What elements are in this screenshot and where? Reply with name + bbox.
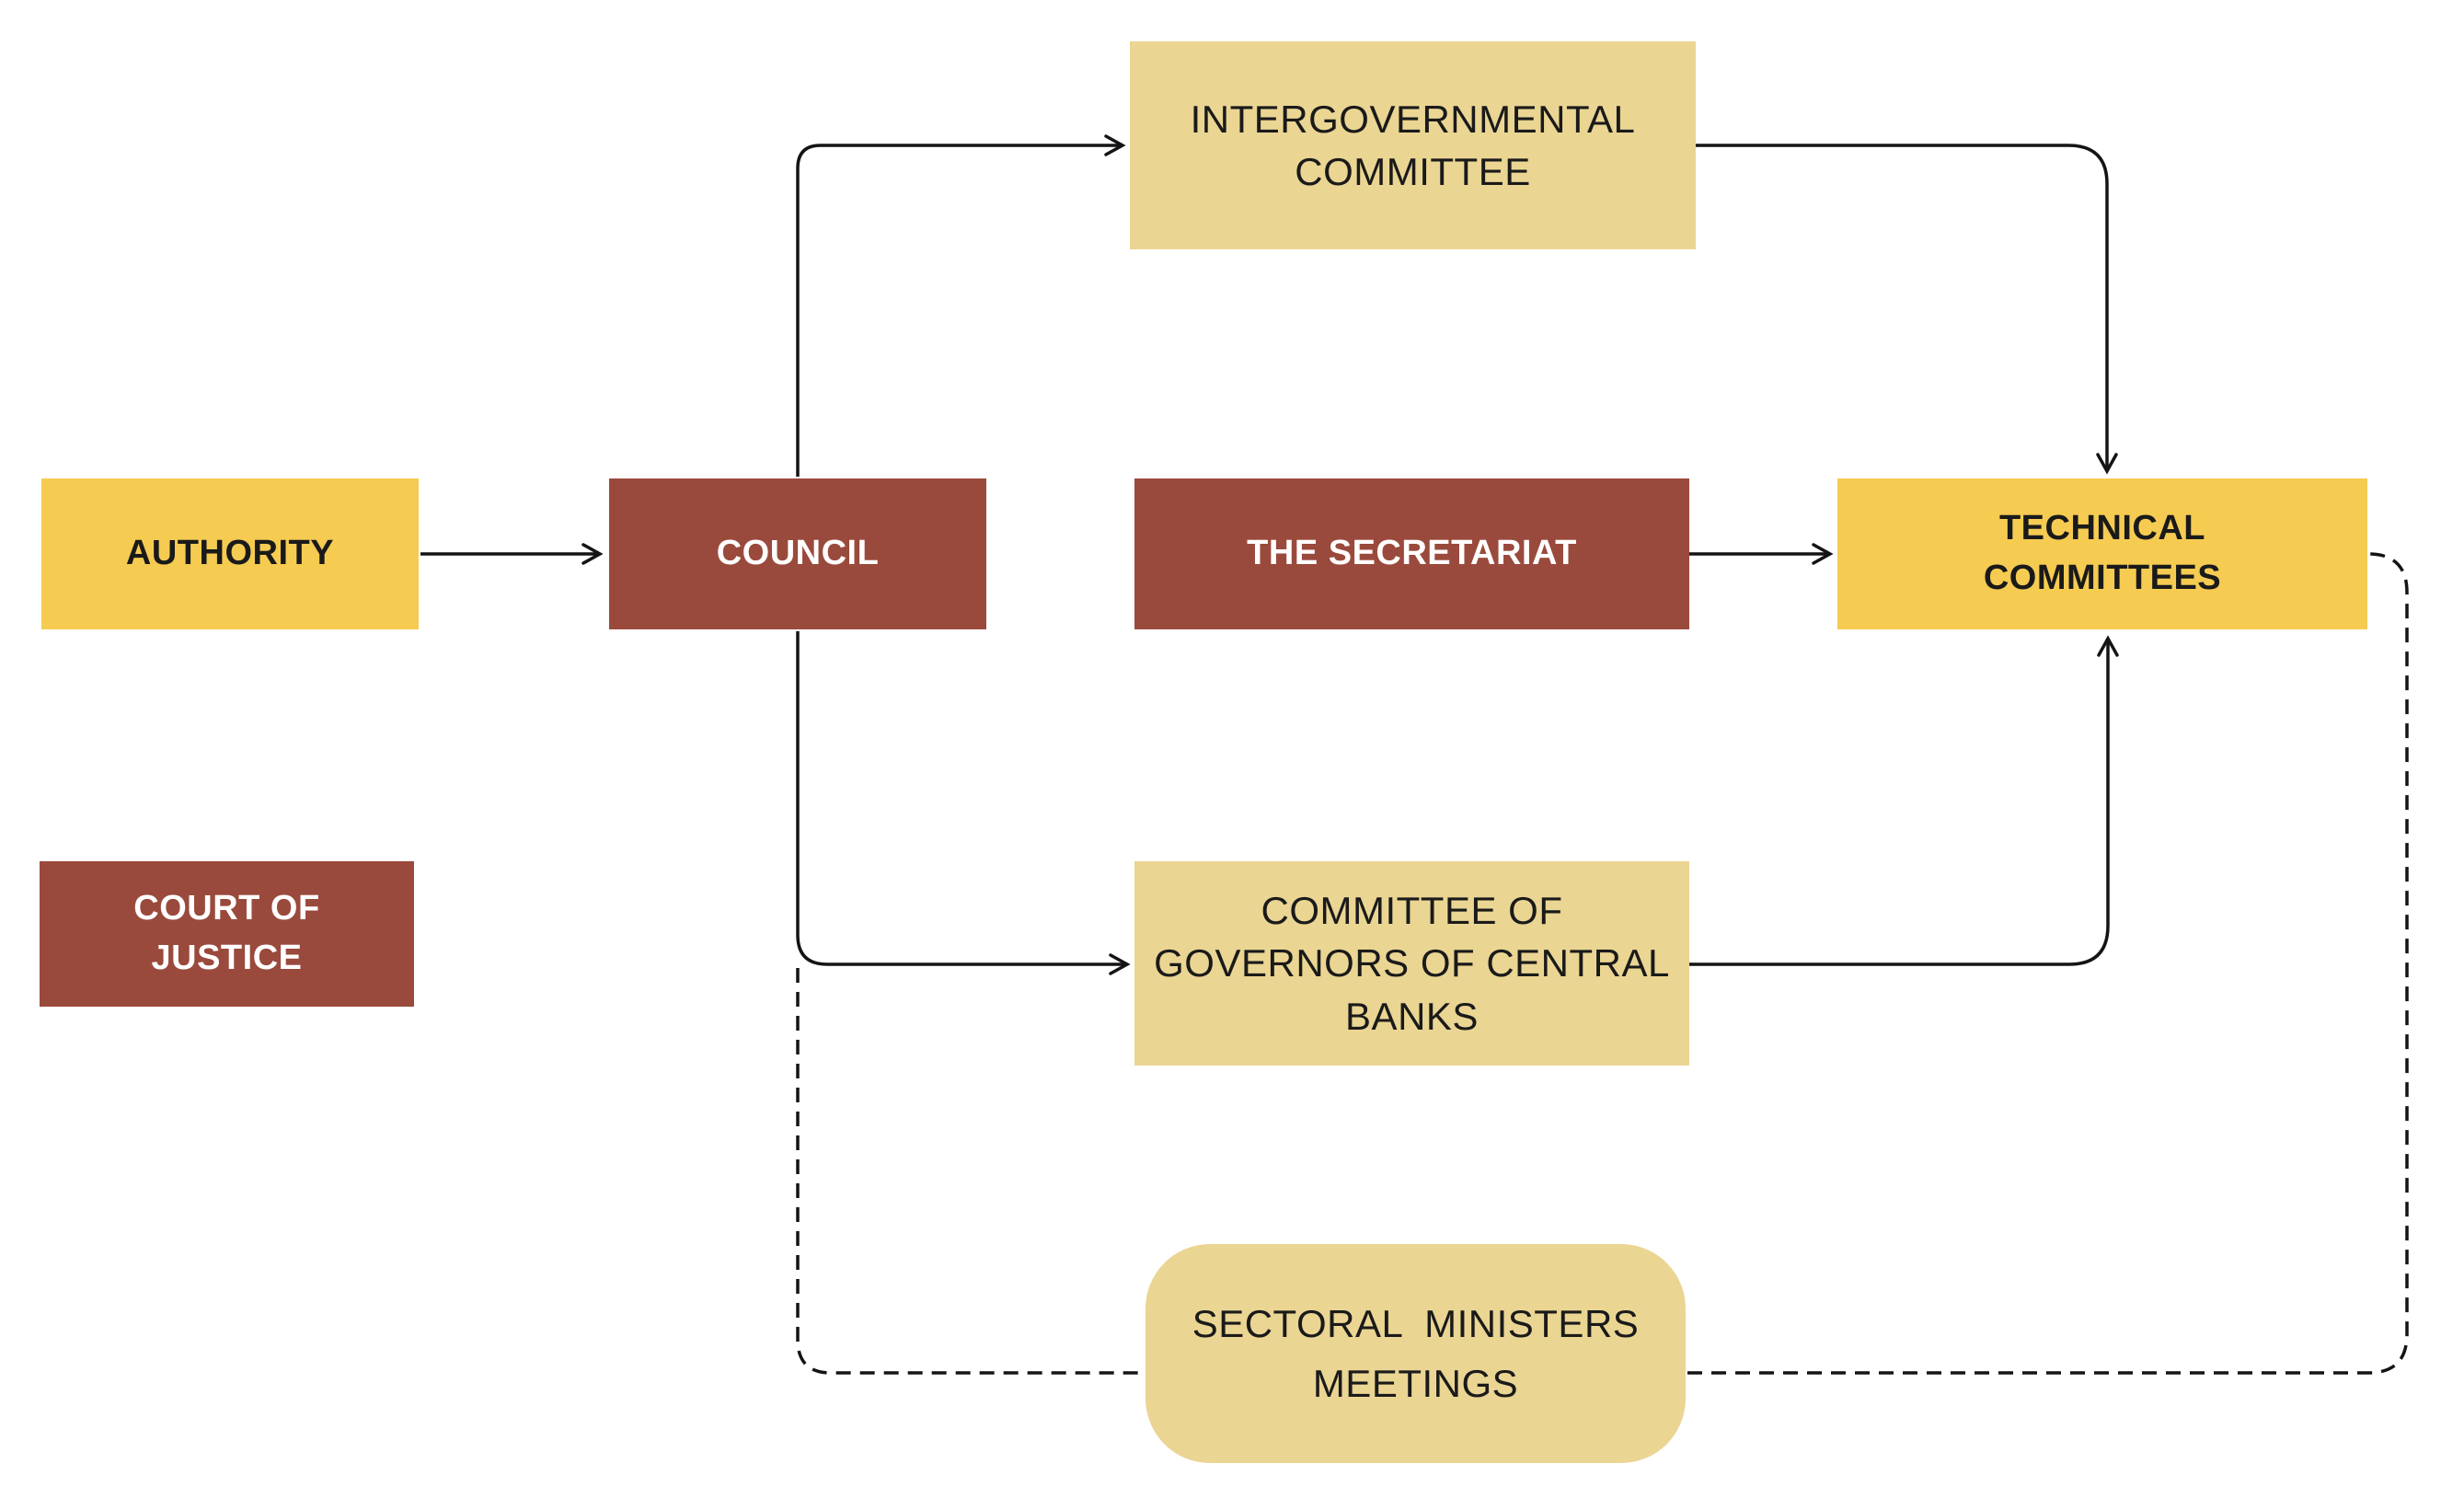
node-council-label: COUNCIL (716, 534, 880, 573)
node-sectoral-ministers-meetings: SECTORAL MINISTERS MEETINGS (1146, 1244, 1686, 1463)
edge-sectoral-ministers-meetings-to-technical-committees-dashed (1687, 552, 2409, 1375)
node-council: COUNCIL (609, 478, 986, 629)
edge-committee-of-governors-to-technical-committees (1689, 635, 2119, 966)
node-sectoral-ministers-meetings-label-line2: MEETINGS (1312, 1362, 1519, 1405)
edge-council-to-sectoral-ministers-meetings-dashed (796, 968, 1144, 1375)
node-committee-of-governors-label-line2: GOVERNORS OF CENTRAL (1154, 941, 1670, 985)
node-court-of-justice-label-line1: COURT OF (133, 889, 320, 928)
node-technical-committees: TECHNICAL COMMITTEES (1837, 478, 2367, 629)
node-technical-committees-label-line1: TECHNICAL (1998, 509, 2206, 548)
node-secretariat: THE SECRETARIAT (1134, 478, 1689, 629)
node-sectoral-ministers-meetings-label-line1: SECTORAL MINISTERS (1192, 1301, 1640, 1345)
node-authority-label: AUTHORITY (125, 534, 335, 573)
edge-council-to-intergovernmental-committee (796, 134, 1126, 477)
node-intergovernmental-committee-label-line1: INTERGOVERNMENTAL (1190, 97, 1636, 141)
node-committee-of-governors-label-line3: BANKS (1345, 994, 1479, 1038)
edge-council-to-committee-of-governors (796, 631, 1131, 975)
node-intergovernmental-committee: INTERGOVERNMENTAL COMMITTEE (1130, 41, 1696, 249)
node-committee-of-governors-label-line1: COMMITTEE OF (1261, 889, 1563, 933)
node-secretariat-label: THE SECRETARIAT (1247, 534, 1577, 573)
node-committee-of-governors: COMMITTEE OF GOVERNORS OF CENTRAL BANKS (1134, 861, 1689, 1066)
node-intergovernmental-committee-label-line2: COMMITTEE (1295, 150, 1531, 193)
edge-intergovernmental-committee-to-technical-committees (1696, 144, 2118, 475)
node-technical-committees-label-line2: COMMITTEES (1983, 559, 2222, 597)
node-authority: AUTHORITY (41, 478, 419, 629)
node-court-of-justice-label-line2: JUSTICE (151, 939, 303, 977)
node-court-of-justice: COURT OF JUSTICE (40, 861, 414, 1007)
